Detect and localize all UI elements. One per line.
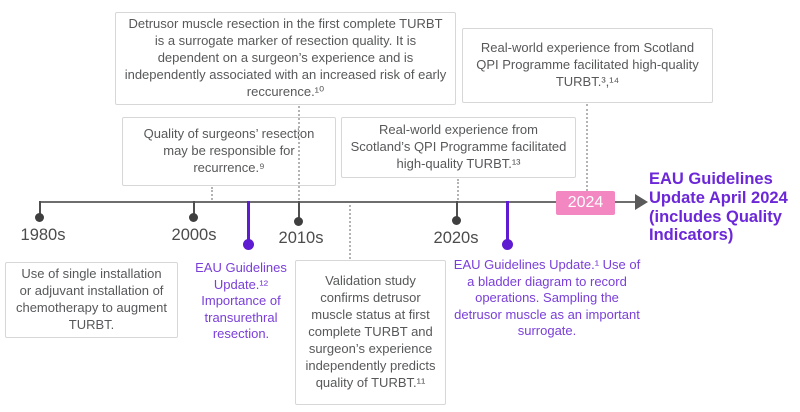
dotted-connector-detrusor: [298, 106, 300, 200]
timeline-tick-2020s: [456, 201, 458, 217]
callout-validation-study: Validation study confirms detrusor muscl…: [295, 260, 446, 405]
timeline-dot-1980s: [35, 213, 44, 222]
guideline-note-transurethral: EAU Guidelines Update.¹² Importance of t…: [195, 260, 287, 341]
callout-scotland-qpi-top: Real-world experience from Scotland QPI …: [462, 28, 713, 103]
callout-chemotherapy: Use of single installation or adjuvant i…: [5, 262, 178, 338]
arrow-right-icon: [635, 194, 648, 210]
dotted-connector-scotland-top: [586, 104, 588, 191]
guideline-marker-dot-left: [243, 239, 254, 250]
timeline-dot-2020s: [452, 216, 461, 225]
timeline-tick-2000s: [193, 201, 195, 214]
era-label-1980s: 1980s: [20, 226, 66, 244]
guideline-note-bladder-diagram: EAU Guidelines Update.¹ Use of a bladder…: [453, 257, 641, 338]
timeline-tick-1980s: [39, 201, 41, 214]
dotted-connector-scotland-mid: [457, 179, 459, 200]
timeline-axis: [40, 201, 637, 203]
callout-scotland-qpi-mid: Real-world experience from Scotland’s QP…: [341, 117, 576, 178]
timeline-tick-2010s: [298, 201, 300, 218]
era-label-2000s: 2000s: [171, 226, 217, 244]
timeline-dot-2010s: [294, 217, 303, 226]
guideline-marker-line-right: [506, 201, 509, 241]
era-label-2010s: 2010s: [278, 229, 324, 247]
timeline-dot-2000s: [189, 213, 198, 222]
guideline-marker-line-left: [247, 201, 250, 241]
dotted-connector-quality: [211, 187, 213, 200]
year-badge-2024: 2024: [556, 191, 615, 215]
guideline-marker-dot-right: [502, 239, 513, 250]
dotted-connector-validation: [349, 205, 351, 259]
callout-detrusor-resection: Detrusor muscle resection in the first c…: [115, 12, 456, 105]
era-label-2020s: 2020s: [433, 229, 479, 247]
headline-eau-guidelines-2024: EAU Guidelines Update April 2024 (includ…: [649, 170, 788, 245]
callout-surgeon-quality: Quality of surgeons’ resection may be re…: [122, 117, 336, 186]
